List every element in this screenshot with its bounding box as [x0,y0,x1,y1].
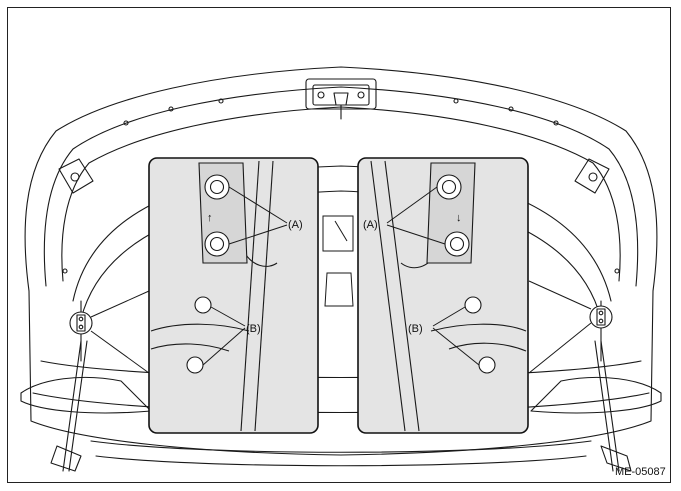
right-hinge-detail-circle [589,305,613,329]
left-callout-a: (A) [288,219,303,231]
right-bolt-a-lower [444,231,470,257]
trunk-lid-outer-outline [24,66,658,456]
right-direction-arrow: ↓ [456,212,462,224]
right-corner-bracket [574,158,610,194]
bumper-outline [20,376,152,414]
left-corner-bracket [58,158,94,194]
left-bolt-a-upper [204,174,230,200]
left-detail-panel: ↑ (A) (B) [148,157,319,434]
right-detail-leader-lower [528,322,592,374]
left-detail-leader-upper [90,290,150,318]
left-bolt-a-lower [204,231,230,257]
figure-frame: ↑ (A) (B) ↓ [7,7,671,483]
figure-code: ME-05087 [615,466,666,478]
right-detail-leader-upper [528,280,592,310]
right-stud-b-upper [464,296,482,314]
trunk-lid-inner-rim [61,106,621,282]
left-callout-b: (B) [246,323,261,335]
trunk-lid-inner-outline [43,86,639,287]
left-stud-b-upper [194,296,212,314]
right-detail-panel: ↓ (A) (B) [357,157,529,434]
right-callout-a: (A) [363,219,378,231]
left-stud-b-lower [186,356,204,374]
left-direction-arrow: ↑ [207,212,213,224]
right-stud-b-lower [478,356,496,374]
left-hinge-detail-circle [69,311,93,335]
right-callout-b: (B) [408,323,423,335]
right-gas-strut [600,340,620,472]
right-bolt-a-upper [436,174,462,200]
left-detail-leader-lower [90,330,150,374]
trunk-lid-diagram: ↑ (A) (B) ↓ [20,66,666,478]
